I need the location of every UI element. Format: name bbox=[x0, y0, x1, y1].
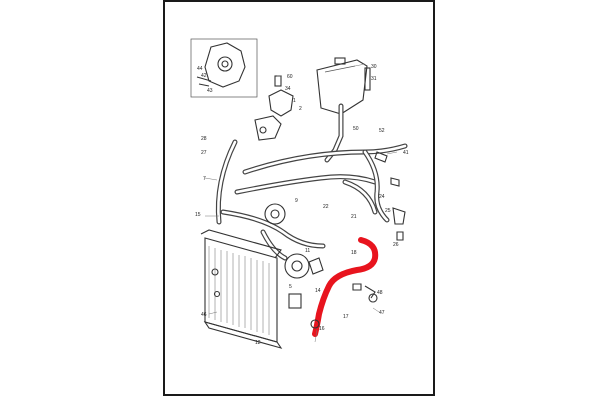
right-side-clamps bbox=[374, 151, 406, 241]
callout-label: 11 bbox=[305, 248, 310, 254]
callout-label: 1 bbox=[293, 98, 296, 104]
inset-label: 44 bbox=[197, 66, 203, 72]
callout-label: 16 bbox=[319, 326, 325, 332]
hose-network bbox=[215, 139, 408, 261]
callout-label: 25 bbox=[385, 208, 391, 214]
callout-label: 28 bbox=[201, 136, 207, 142]
callout-label: 2 bbox=[299, 106, 302, 112]
callout-label: 31 bbox=[371, 76, 377, 82]
water-pump bbox=[264, 203, 324, 279]
inset-detail: 42 43 44 bbox=[190, 38, 258, 98]
lower-fittings bbox=[288, 283, 378, 329]
callout-label: 18 bbox=[351, 250, 357, 256]
callout-lines bbox=[204, 63, 398, 343]
callout-label: 34 bbox=[285, 86, 291, 92]
diagram-frame: 42 43 44 bbox=[163, 0, 435, 396]
radiator bbox=[200, 229, 283, 349]
callout-label: 46 bbox=[201, 312, 207, 318]
callout-label: 60 bbox=[287, 74, 293, 80]
callout-label: 50 bbox=[353, 126, 359, 132]
callout-label: 24 bbox=[379, 194, 385, 200]
callout-label: 21 bbox=[351, 214, 357, 220]
callout-numbers: 60 30 31 34 1 2 50 52 41 28 27 7 15 9 22… bbox=[195, 64, 409, 346]
callout-label: 30 bbox=[371, 64, 377, 70]
callout-label: 47 bbox=[379, 310, 385, 316]
callout-label: 27 bbox=[201, 150, 207, 156]
callout-label: 12 bbox=[255, 340, 261, 346]
callout-label: 41 bbox=[403, 150, 409, 156]
lower-radiator-hose-highlight bbox=[312, 237, 379, 337]
expansion-tank bbox=[316, 57, 371, 163]
callout-label: 9 bbox=[295, 198, 298, 204]
callout-label: 14 bbox=[315, 288, 321, 294]
thermostat-housing bbox=[254, 75, 294, 141]
cooling-system-diagram: 42 43 44 bbox=[190, 38, 409, 349]
inset-label: 43 bbox=[207, 88, 213, 94]
inset-label: 42 bbox=[201, 73, 207, 79]
callout-label: 5 bbox=[289, 284, 292, 290]
callout-label: 26 bbox=[393, 242, 399, 248]
callout-label: 48 bbox=[377, 290, 383, 296]
callout-label: 7 bbox=[203, 176, 206, 182]
callout-label: 22 bbox=[323, 204, 329, 210]
callout-label: 17 bbox=[343, 314, 349, 320]
callout-label: 52 bbox=[379, 128, 385, 134]
callout-label: 15 bbox=[195, 212, 201, 218]
